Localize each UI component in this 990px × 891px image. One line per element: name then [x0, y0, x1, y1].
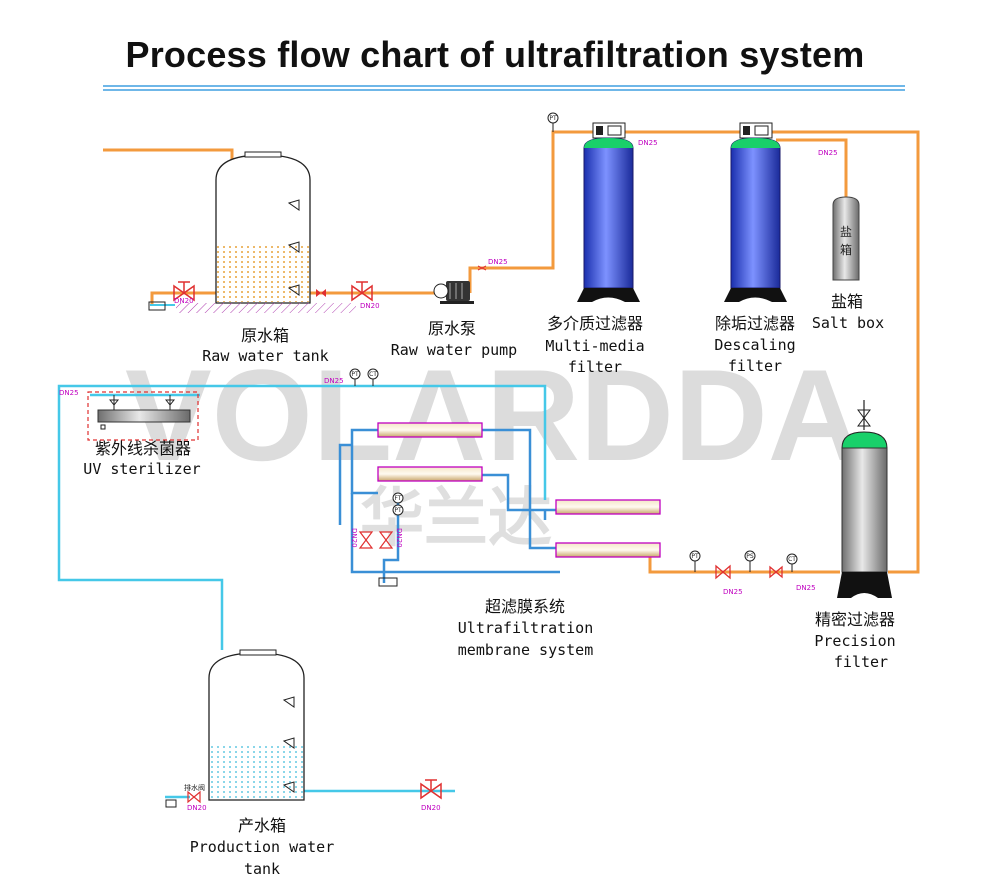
multi-media-filter-vessel [577, 122, 640, 302]
instrument-pt-uv: PT [349, 368, 361, 386]
salt-box-cn: 盐箱 [830, 292, 863, 311]
svg-text:DN25: DN25 [723, 588, 743, 596]
pipe-tags: DN20 DN20 DN25 DN25 DN25 DN25 DN25 DN25 … [59, 139, 838, 812]
uf-membrane-module-1 [377, 422, 483, 438]
svg-text:DN25: DN25 [59, 389, 79, 397]
descaling-filter-cn: 除垢过滤器 [714, 314, 795, 333]
uv-sterilizer-cn: 紫外线杀菌器 [94, 439, 191, 458]
production-tank-cn: 产水箱 [237, 816, 286, 835]
valve-production-outlet [420, 779, 442, 800]
precision-filter-en2: filter [833, 653, 889, 671]
descaling-filter-en1: Descaling [714, 336, 796, 354]
salt-box-body-char-2: 箱 [840, 242, 852, 257]
instrument-ct-precision: CT [786, 553, 798, 572]
multi-media-filter-en1: Multi-media [545, 337, 645, 355]
multi-media-filter-en2: filter [567, 358, 623, 376]
raw-water-tank-en: Raw water tank [202, 347, 329, 365]
uf-drain-tray [378, 577, 398, 587]
svg-text:DN20: DN20 [421, 804, 441, 812]
svg-text:CT: CT [788, 556, 796, 563]
svg-text:DN25: DN25 [488, 258, 508, 266]
instrument-pt-precision: PT [689, 550, 701, 572]
uf-membrane-module-3 [555, 499, 661, 515]
check-valve-icon [477, 265, 487, 271]
valve-production-drain [187, 790, 201, 804]
descaling-filter-en2: filter [727, 357, 783, 375]
title-rule-bottom [103, 89, 905, 91]
raw-water-tank [148, 151, 356, 313]
svg-text:PT: PT [691, 553, 699, 560]
title-rule-top [103, 85, 905, 87]
uv-sterilizer-en: UV sterilizer [83, 460, 201, 478]
precision-filter-vessel [837, 400, 892, 598]
instrument-pt-top: PT [547, 112, 559, 132]
svg-text:DN20: DN20 [395, 528, 403, 548]
valve-raw-outlet [351, 281, 373, 302]
svg-text:DN20: DN20 [360, 302, 380, 310]
salt-box-vessel: 盐 箱 [832, 196, 860, 281]
svg-text:FT: FT [394, 495, 401, 502]
raw-water-pump-en: Raw water pump [390, 341, 518, 359]
precision-filter-en1: Precision [814, 632, 896, 650]
valve-precision-inlet [715, 564, 731, 580]
production-tank-en2: tank [243, 860, 281, 878]
svg-text:PT: PT [351, 371, 359, 378]
treated-water-lines [57, 384, 547, 799]
uf-membrane-en1: Ultrafiltration [457, 619, 594, 637]
instrument-ct-uv: CT [367, 368, 379, 386]
svg-text:DN25: DN25 [796, 584, 816, 592]
production-tank-en1: Production water [189, 838, 335, 856]
watermark: VOLARDDA 华兰达 [125, 342, 862, 556]
svg-text:DN20: DN20 [174, 297, 194, 305]
descaling-filter-vessel [724, 122, 787, 302]
svg-text:PT: PT [549, 115, 557, 122]
svg-text:DN20: DN20 [350, 528, 358, 548]
instrument-pt-uf-2: PT [392, 504, 404, 516]
svg-text:CT: CT [369, 371, 377, 378]
svg-text:PS: PS [746, 553, 754, 560]
uf-membrane-en2: membrane system [457, 641, 594, 659]
multi-media-filter-cn: 多介质过滤器 [546, 314, 643, 333]
watermark-text-cn: 华兰达 [360, 482, 552, 556]
page-title: Process flow chart of ultrafiltration sy… [125, 34, 865, 75]
svg-text:DN25: DN25 [324, 377, 344, 385]
valve-raw-inlet [173, 281, 195, 302]
production-water-tank [208, 649, 305, 801]
uf-drain-valves [358, 531, 394, 549]
instrument-ps-precision: PS [744, 550, 756, 572]
precision-filter-cn: 精密过滤器 [814, 610, 895, 629]
production-drain-label: 排水阀 [184, 783, 205, 792]
uv-sterilizer-unit [87, 391, 199, 441]
svg-text:PT: PT [394, 507, 402, 514]
watermark-text: VOLARDDA [125, 342, 862, 488]
raw-water-pump-icon [433, 281, 474, 304]
svg-text:DN25: DN25 [638, 139, 658, 147]
check-valve-icon [316, 289, 326, 297]
raw-water-pump-cn: 原水泵 [427, 319, 476, 338]
uf-membrane-module-4 [555, 542, 661, 558]
uf-membrane-cn: 超滤膜系统 [484, 597, 565, 616]
uf-lines [338, 428, 560, 583]
salt-box-en: Salt box [811, 314, 885, 332]
uf-membrane-module-2 [377, 466, 483, 482]
svg-text:DN25: DN25 [818, 149, 838, 157]
raw-water-tank-cn: 原水箱 [240, 326, 289, 345]
salt-box-body-char-1: 盐 [840, 225, 852, 239]
production-drain-tray [165, 799, 177, 808]
valve-precision-check [769, 565, 783, 579]
svg-text:DN20: DN20 [187, 804, 207, 812]
instrument-ft-uf-1: FT [392, 492, 404, 504]
